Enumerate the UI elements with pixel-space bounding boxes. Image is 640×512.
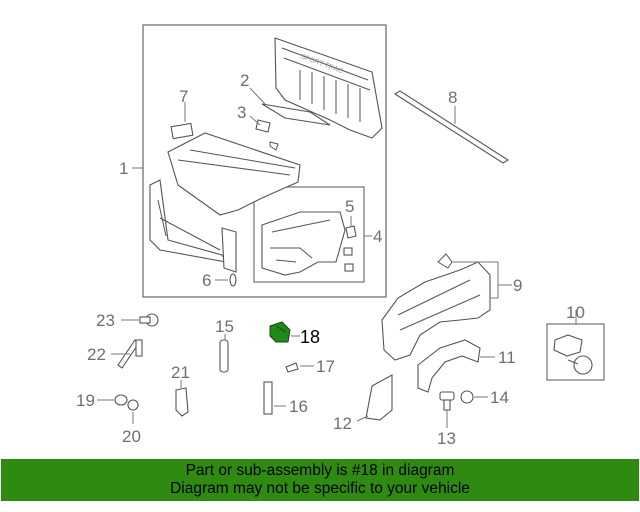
callout-19: 19 <box>76 391 95 410</box>
callout-18: 18 <box>300 327 320 347</box>
part-16-strap <box>263 381 273 415</box>
part-18-highlight[interactable] <box>269 321 291 343</box>
callout-15: 15 <box>215 317 234 336</box>
part-6-bracket <box>221 227 237 273</box>
banner-line-1: Part or sub-assembly is #18 in diagram <box>185 462 455 479</box>
callout-6: 6 <box>202 271 211 290</box>
leader-9 <box>452 261 512 299</box>
leader-12 <box>356 415 369 422</box>
assembly-frame-4 <box>253 186 365 283</box>
part-4-panel <box>261 211 346 276</box>
part-21-latch <box>175 387 189 417</box>
callout-5: 5 <box>345 197 354 216</box>
callout-21: 21 <box>171 363 190 382</box>
part-5-clip-c <box>344 263 354 272</box>
callout-2: 2 <box>240 71 249 90</box>
info-banner: Part or sub-assembly is #18 in diagram D… <box>1 459 639 501</box>
callout-3: 3 <box>237 103 246 122</box>
part-5-clip <box>345 225 357 239</box>
part-13-bolt <box>439 391 455 411</box>
part-2-cover <box>261 103 331 126</box>
part-3-clip <box>269 141 279 151</box>
part-15-pin <box>219 339 229 373</box>
part-20-ring <box>127 399 139 411</box>
assembly-frame-1 <box>142 24 387 298</box>
leader-3 <box>249 115 261 126</box>
callout-9: 9 <box>513 276 522 295</box>
callout-4: 4 <box>373 227 382 246</box>
parts-diagram: SPORT TRAC <box>76 24 605 448</box>
callout-12: 12 <box>333 414 352 433</box>
callout-16: 16 <box>289 397 308 416</box>
callout-7: 7 <box>179 87 188 106</box>
bed-floor <box>149 132 301 263</box>
part-10-stem <box>567 359 579 365</box>
callout-11: 11 <box>498 348 516 367</box>
part-14-nut <box>460 390 474 404</box>
callout-20: 20 <box>122 427 141 446</box>
part-7-clip <box>170 122 194 140</box>
callout-14: 14 <box>490 388 509 407</box>
callout-23: 23 <box>96 311 115 330</box>
part-19-grommet <box>114 394 128 406</box>
part-9-side-panel <box>381 253 491 361</box>
part-17-clip <box>285 362 299 373</box>
callout-1: 1 <box>119 159 128 178</box>
banner-line-2: Diagram may not be specific to your vehi… <box>170 480 470 497</box>
part-3-bracket <box>255 119 271 133</box>
part-8-rail <box>393 90 510 164</box>
callout-22: 22 <box>87 345 106 364</box>
part-23-bolt <box>139 313 159 327</box>
part-11-liner <box>417 339 481 393</box>
part-12-flap <box>365 374 393 421</box>
part-6-plug <box>229 273 237 287</box>
leader-2 <box>249 87 266 105</box>
callout-8: 8 <box>448 88 457 107</box>
part-10-plug <box>573 355 593 375</box>
bed-front-panel: SPORT TRAC <box>274 37 383 139</box>
callout-10: 10 <box>566 303 585 322</box>
part-10-cap <box>553 334 583 357</box>
callout-17: 17 <box>316 357 335 376</box>
part-5-clip-b <box>343 247 353 256</box>
callout-13: 13 <box>437 429 456 448</box>
